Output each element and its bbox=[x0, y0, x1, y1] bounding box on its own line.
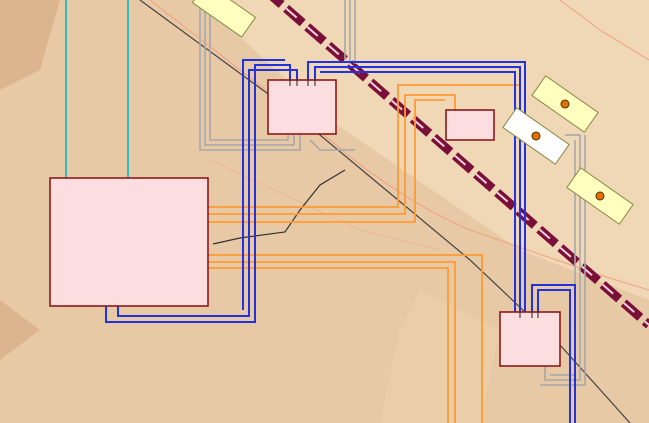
terrain-dark-area-2 bbox=[0, 300, 40, 360]
lower-right-building[interactable] bbox=[499, 311, 561, 367]
marker-dot bbox=[595, 191, 605, 201]
center-building[interactable] bbox=[267, 79, 337, 135]
thin-path-line bbox=[212, 169, 346, 245]
connector-stubs bbox=[289, 80, 539, 318]
large-building[interactable] bbox=[49, 177, 209, 307]
marker-2[interactable] bbox=[531, 75, 599, 133]
contour-line-3 bbox=[209, 159, 441, 251]
small-building[interactable] bbox=[445, 109, 495, 141]
marker-dot bbox=[560, 99, 570, 109]
blue-cables bbox=[105, 59, 576, 423]
gray-cable-bundle-top bbox=[309, 0, 356, 151]
marker-dot bbox=[531, 131, 541, 141]
terrain-light-lower bbox=[380, 290, 500, 423]
terrain-light-area bbox=[0, 0, 649, 300]
contour-line-2 bbox=[559, 0, 649, 61]
marker-4[interactable] bbox=[566, 167, 634, 225]
thin-road-line bbox=[139, 0, 631, 423]
marker-1[interactable] bbox=[191, 0, 257, 38]
terrain-dark-area bbox=[0, 0, 60, 90]
marker-3[interactable] bbox=[502, 107, 570, 165]
